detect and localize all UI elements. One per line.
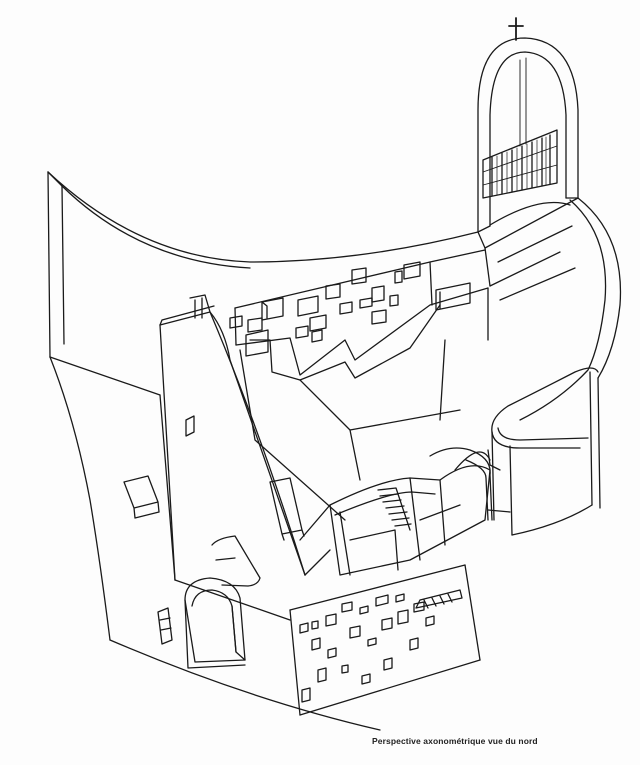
roof-gutter bbox=[190, 295, 210, 318]
stair bbox=[378, 488, 411, 530]
tower-base-line bbox=[478, 198, 578, 232]
facade-windows bbox=[300, 594, 434, 702]
drawing-caption: Perspective axonométrique vue du nord bbox=[372, 736, 538, 746]
west-window bbox=[186, 416, 194, 436]
tower-slot bbox=[520, 58, 526, 146]
east-curved-wall bbox=[492, 198, 621, 535]
bell-tower bbox=[478, 18, 578, 232]
tower-outer-arch bbox=[478, 38, 578, 232]
north-upper-wall bbox=[230, 250, 488, 380]
south-facade bbox=[290, 565, 480, 715]
nave-floor bbox=[240, 288, 488, 520]
north-door bbox=[436, 283, 470, 310]
interior-partitions bbox=[270, 478, 330, 575]
chapel-altar bbox=[158, 608, 172, 644]
cross-icon bbox=[509, 18, 523, 40]
center-chapels bbox=[330, 452, 490, 608]
side-stair bbox=[416, 590, 462, 608]
south-wall bbox=[48, 172, 478, 395]
west-entrance bbox=[212, 536, 260, 586]
east-courtyard bbox=[478, 198, 578, 300]
east-chapel bbox=[430, 448, 510, 520]
lower-left-wall bbox=[50, 357, 380, 730]
small-chapel bbox=[158, 578, 245, 668]
tower-inner-arch bbox=[490, 52, 566, 226]
stone-block bbox=[124, 476, 159, 518]
west-wall bbox=[160, 295, 305, 620]
tower-bells bbox=[483, 130, 557, 198]
wall-windows bbox=[230, 262, 420, 356]
